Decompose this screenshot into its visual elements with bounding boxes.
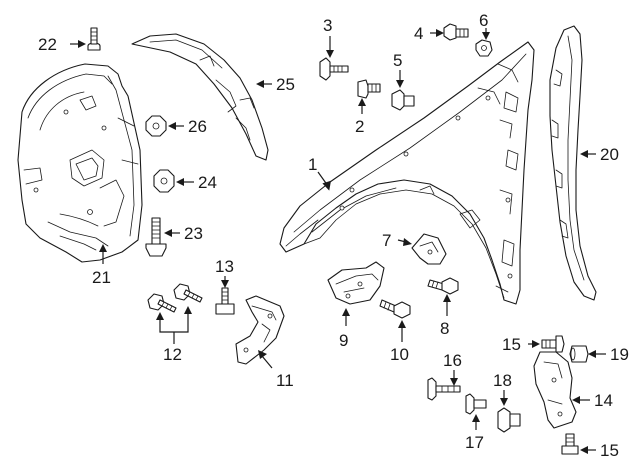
- part-24-nut: [153, 169, 175, 193]
- part-2-bolt: [357, 79, 381, 99]
- callout-9: 9: [339, 331, 348, 350]
- part-15-bolt-lower: [561, 433, 579, 455]
- callout-10: 10: [390, 345, 409, 364]
- callout-15a: 15: [502, 335, 521, 354]
- part-25-splash-shield: [131, 33, 269, 161]
- part-18-bolt: [497, 407, 521, 433]
- leader-lines: [70, 28, 606, 454]
- part-9-bracket: [327, 261, 385, 305]
- part-13-bolt: [215, 287, 235, 315]
- callout-12: 12: [163, 345, 182, 364]
- part-10-bolt: [379, 299, 411, 319]
- callout-21: 21: [92, 268, 111, 287]
- callout-11: 11: [276, 371, 294, 390]
- part-5-bolt: [391, 89, 415, 111]
- part-16-bolt: [427, 377, 461, 401]
- part-8-bolt: [427, 277, 459, 295]
- callout-24: 24: [198, 173, 217, 192]
- callout-18: 18: [493, 371, 512, 390]
- part-7-bracket: [411, 233, 447, 265]
- callout-25: 25: [276, 75, 295, 94]
- callout-17: 17: [465, 433, 484, 452]
- callout-23: 23: [184, 224, 203, 243]
- callout-22: 22: [38, 35, 57, 54]
- callout-19: 19: [610, 345, 629, 364]
- part-4-bolt: [443, 23, 469, 41]
- part-1-fender: [279, 41, 535, 305]
- callout-2: 2: [355, 117, 364, 136]
- part-15-bolt-upper: [541, 335, 565, 353]
- callout-5: 5: [393, 51, 402, 70]
- part-21-fender-liner: [17, 63, 143, 263]
- part-6-nut: [475, 39, 493, 57]
- part-17-bolt: [465, 393, 487, 415]
- part-14-bracket: [533, 351, 577, 429]
- callout-13: 13: [215, 257, 234, 276]
- callout-14: 14: [594, 391, 613, 410]
- callout-20: 20: [600, 145, 619, 164]
- part-12-bolt-b: [173, 283, 203, 303]
- callout-6: 6: [479, 11, 488, 30]
- callout-4: 4: [414, 24, 423, 43]
- callout-labels: 1 2 3 4 5 6 7 8 9 10 11 12 13 14 15 15 1…: [38, 11, 629, 460]
- part-11-bracket: [235, 295, 285, 365]
- callout-15b: 15: [600, 441, 619, 460]
- part-12-bolt-a: [147, 293, 177, 313]
- callout-16: 16: [443, 351, 462, 370]
- part-3-bolt: [319, 57, 349, 81]
- part-20-seal: [549, 25, 597, 301]
- callout-26: 26: [188, 117, 207, 136]
- part-26-nut: [145, 115, 167, 137]
- callout-8: 8: [440, 319, 449, 338]
- part-22-push-pin: [87, 27, 101, 51]
- callout-7: 7: [382, 231, 391, 250]
- callout-1: 1: [308, 155, 317, 174]
- part-23-bolt: [145, 217, 167, 257]
- part-19-spacer: [569, 345, 589, 363]
- callout-3: 3: [323, 16, 332, 35]
